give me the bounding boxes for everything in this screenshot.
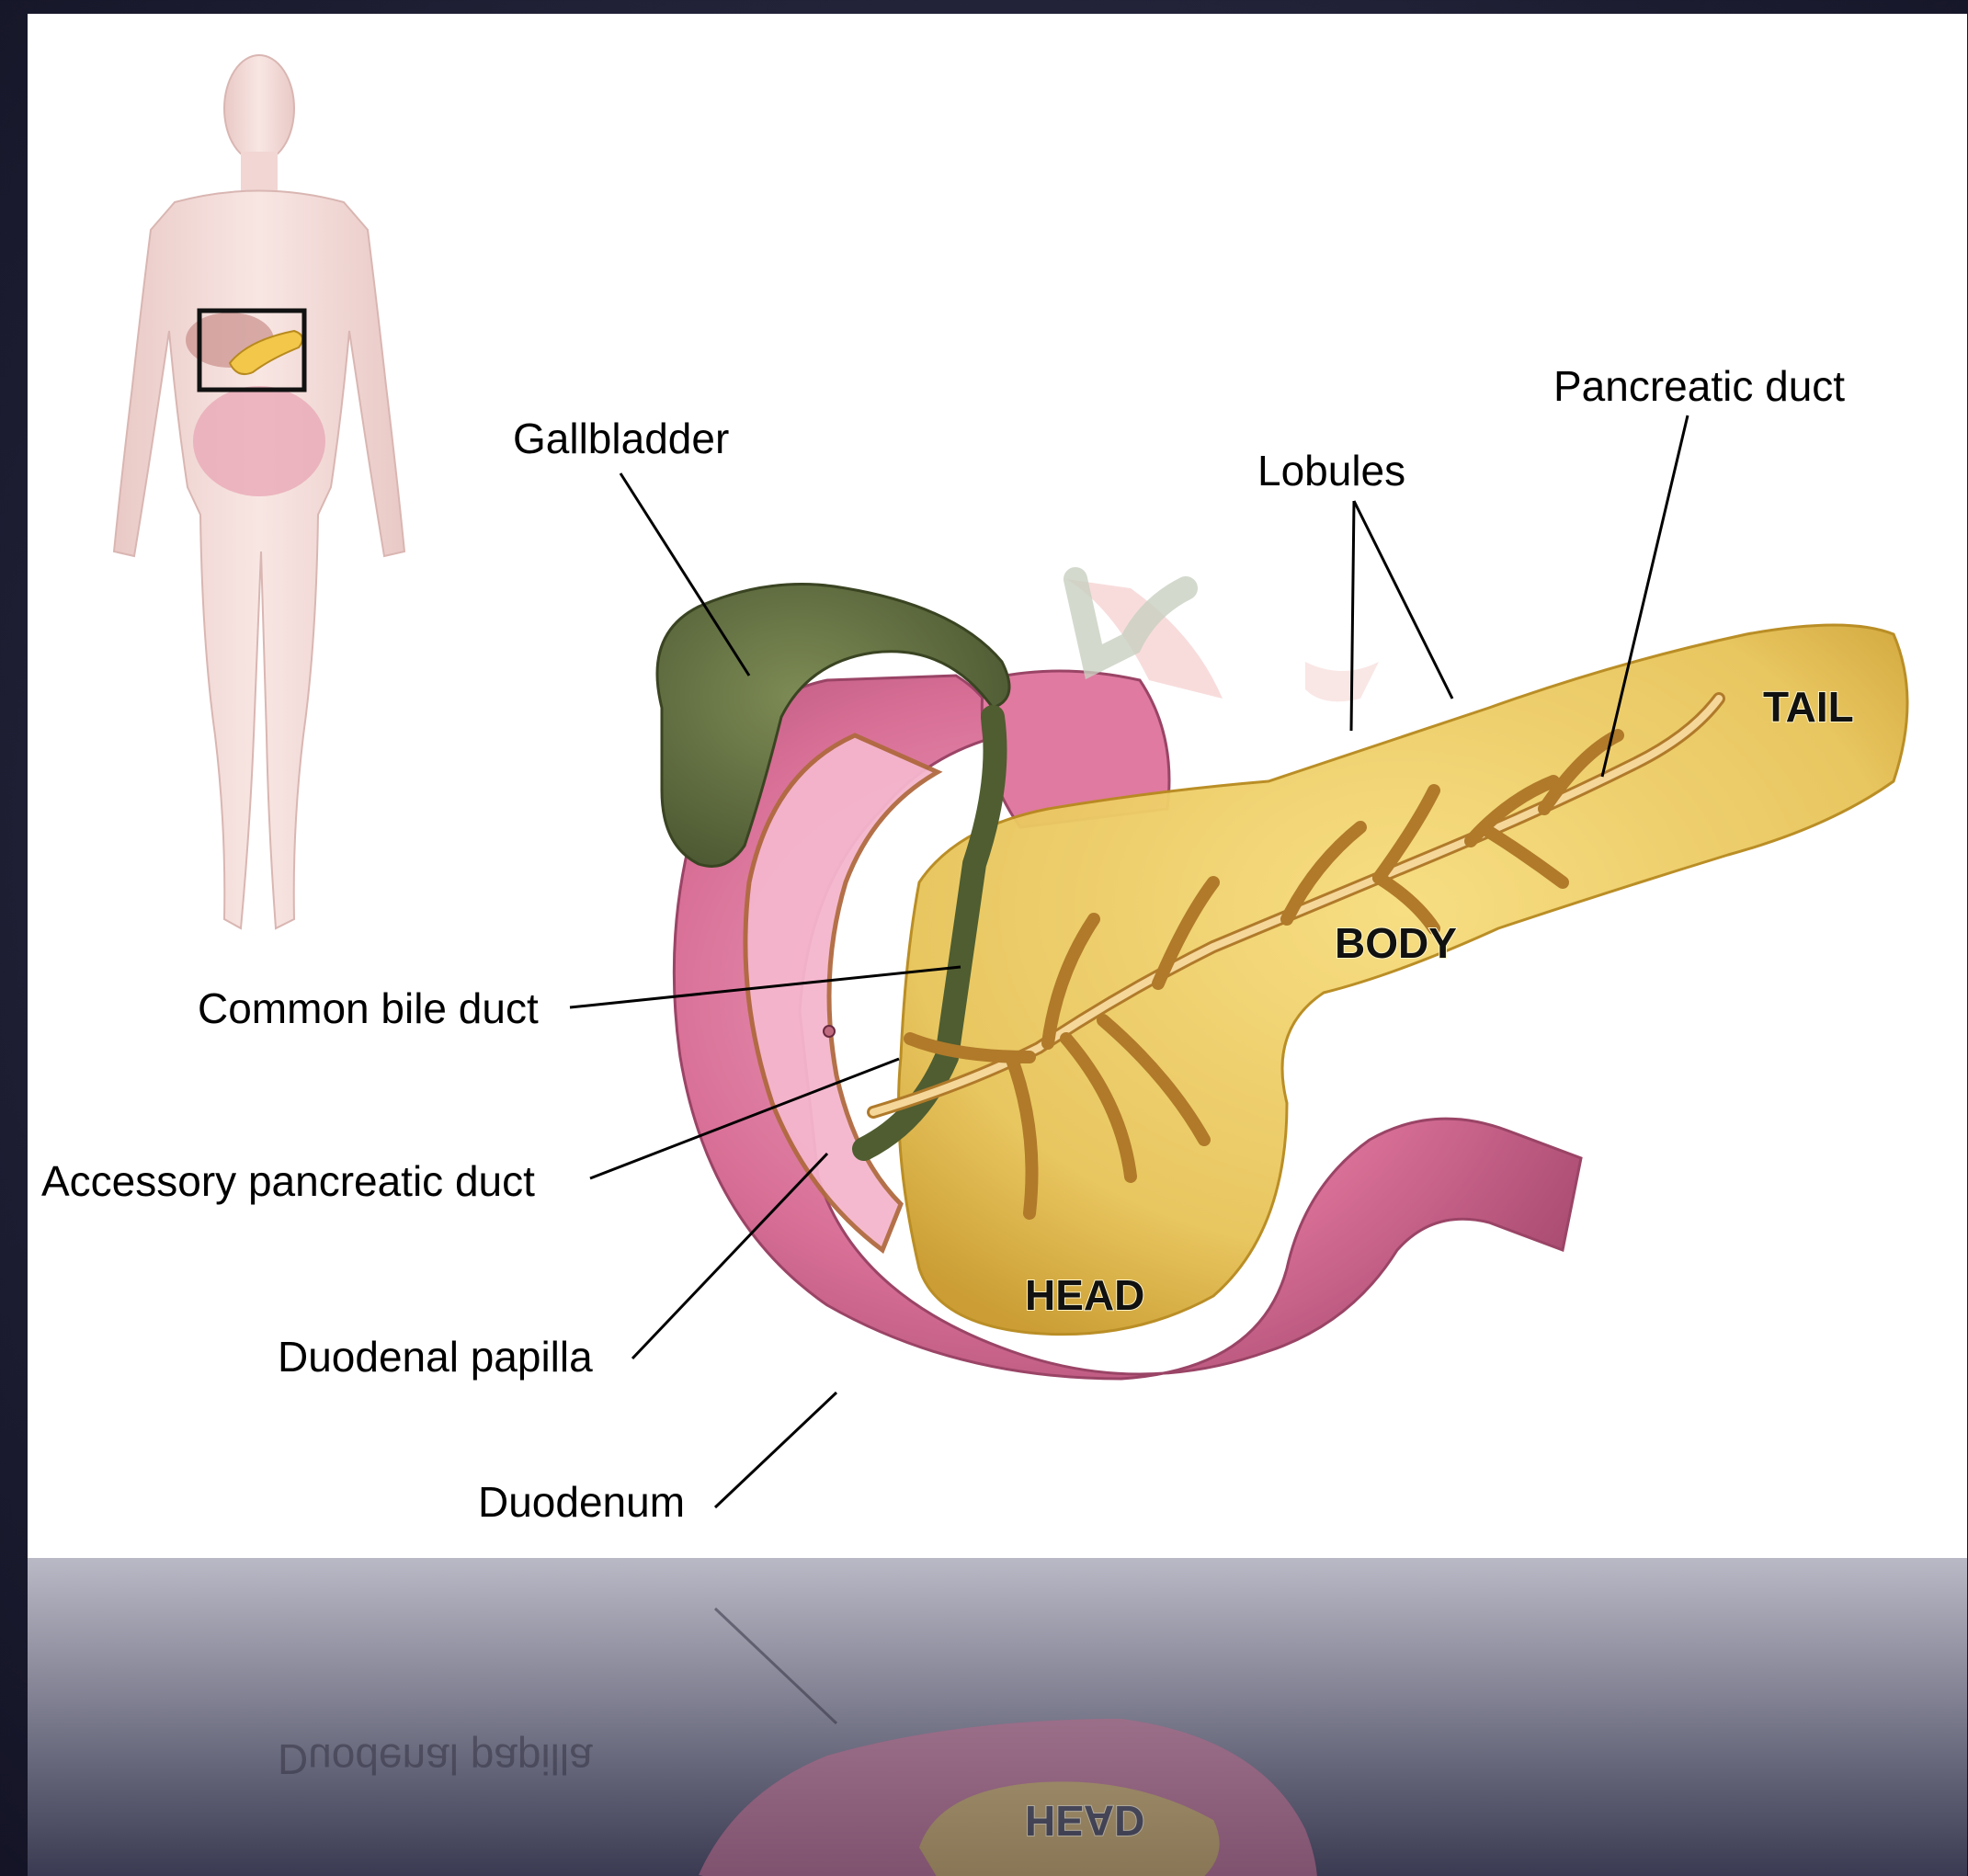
duodenal-papilla-dot (824, 1026, 835, 1037)
reflection-label-duodenal-papilla: Duodenal papilla (278, 1735, 593, 1783)
locator-neck (241, 152, 278, 193)
label-accessory-pancreatic-duct: Accessory pancreatic duct (41, 1157, 535, 1205)
label-common-bile-duct: Common bile duct (198, 984, 539, 1032)
region-body: BODY (1335, 919, 1457, 967)
locator-intestines (193, 386, 325, 496)
locator-head (224, 55, 294, 162)
label-duodenal-papilla: Duodenal papilla (278, 1333, 593, 1381)
reflection-region-head: HEAD (1025, 1797, 1144, 1845)
region-tail: TAIL (1763, 683, 1854, 731)
label-pancreatic-duct: Pancreatic duct (1553, 362, 1845, 410)
label-gallbladder: Gallbladder (513, 415, 729, 462)
region-head: HEAD (1025, 1271, 1144, 1319)
label-lobules: Lobules (1257, 447, 1405, 495)
label-duodenum: Duodenum (478, 1478, 685, 1526)
